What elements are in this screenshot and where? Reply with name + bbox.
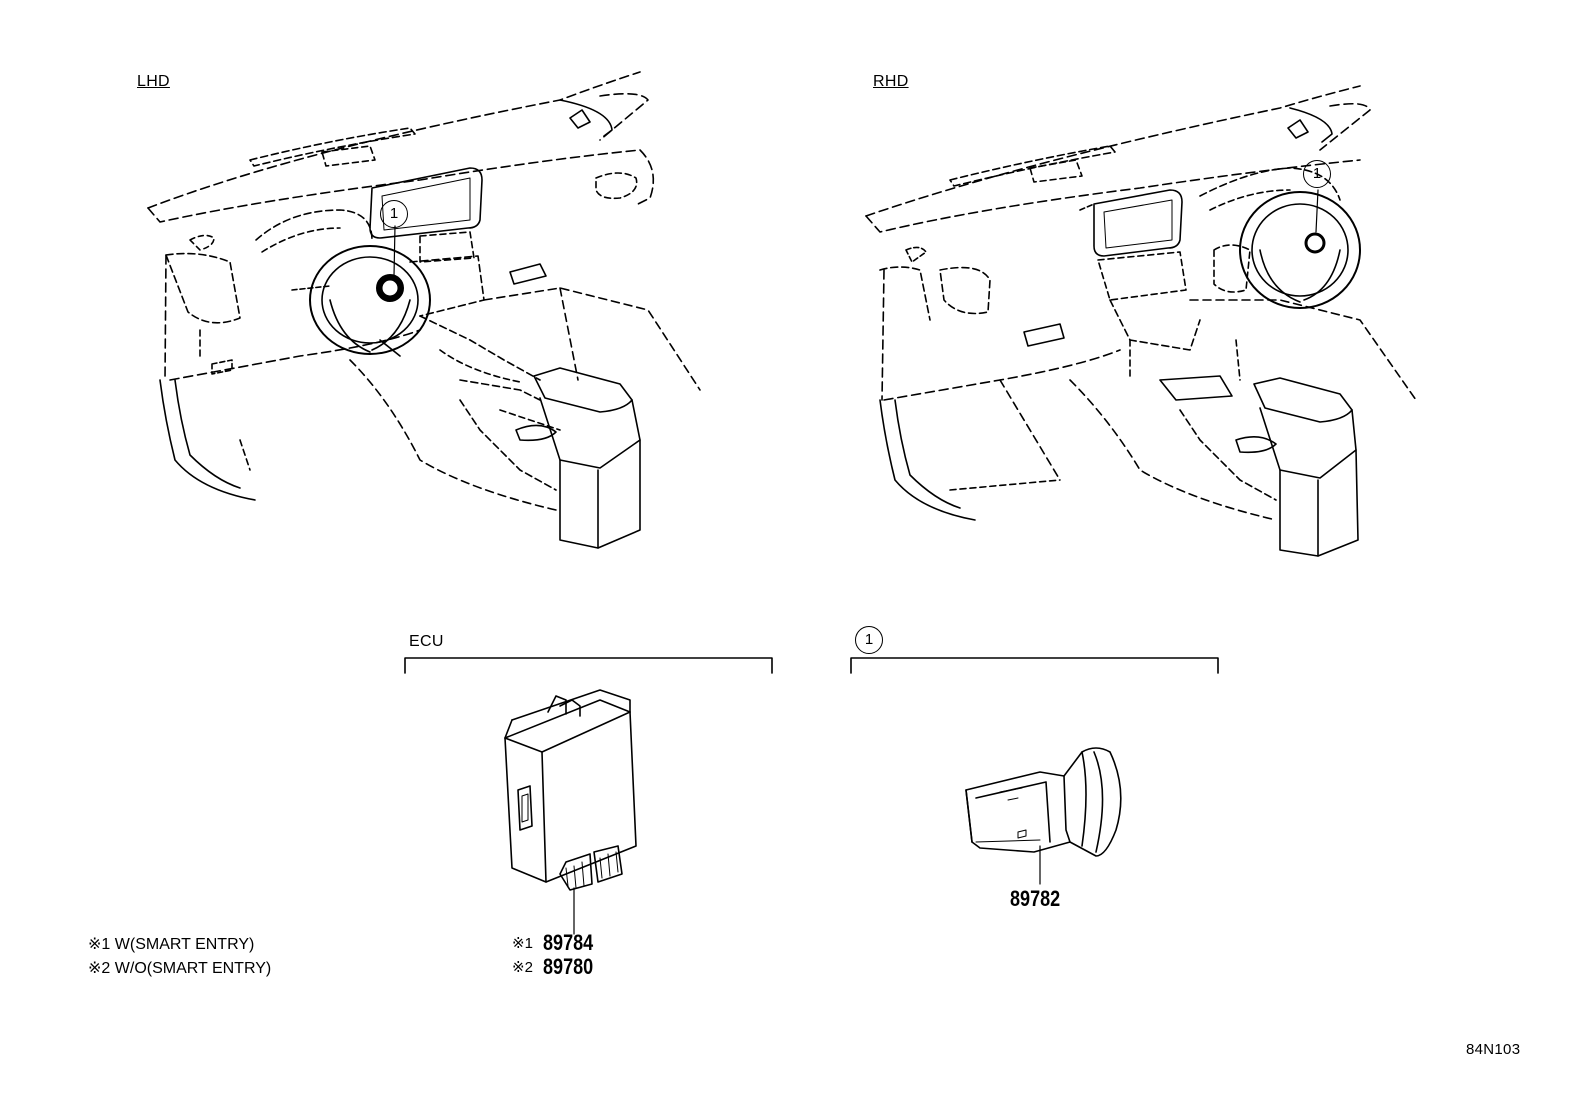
note-2: ※2 W/O(SMART ENTRY) [88,958,271,978]
ecu-part-mark-1: ※1 [512,935,533,952]
group1-callout: 1 [855,626,883,654]
ecu-part-mark-2: ※2 [512,959,533,976]
lhd-view-label: LHD [137,73,170,90]
figure-code: 84N103 [1466,1041,1521,1058]
callout-1-rhd: 1 [1303,160,1331,188]
callout-1-lhd: 1 [380,200,408,228]
note-1: ※1 W(SMART ENTRY) [88,934,254,954]
ecu-module-drawing [504,689,637,935]
lhd-dashboard-drawing [147,71,701,549]
group1-bracket [850,657,1219,674]
ecu-group-label: ECU [409,633,444,650]
switch-part-drawing [965,747,1122,885]
note-1-text: W(SMART ENTRY) [114,936,255,953]
rhd-view-label: RHD [873,73,909,90]
rhd-dashboard-drawing [865,85,1417,557]
ecu-part-number-2: 89780 [543,954,594,979]
note-2-text: W/O(SMART ENTRY) [114,960,272,977]
ecu-part-number-1: 89784 [543,930,594,955]
ecu-group-bracket [404,657,773,674]
switch-part-number: 89782 [1010,886,1061,911]
note-1-mark: ※1 [88,936,111,953]
note-2-mark: ※2 [88,960,111,977]
